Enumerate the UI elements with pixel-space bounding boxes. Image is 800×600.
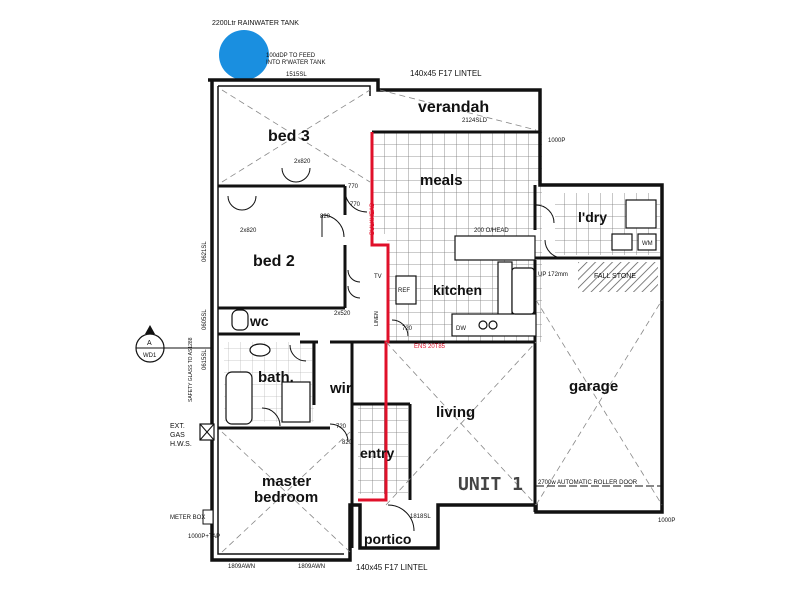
meals-tiles xyxy=(372,132,542,234)
dp-1000-bottom-note: 1000P xyxy=(658,518,675,524)
dim-2x820-a: 2x820 xyxy=(294,159,311,165)
room-bed3: bed 3 xyxy=(268,128,310,145)
room-garage: garage xyxy=(569,378,618,395)
portico-sl-note: 1818SL xyxy=(410,514,431,520)
dim-2x820-b: 2x820 xyxy=(240,228,257,234)
room-portico: portico xyxy=(364,531,411,547)
top-sl-note: 1515SL xyxy=(286,72,307,78)
unit-label: UNIT 1 xyxy=(458,474,523,495)
gas-hws-3: H.W.S. xyxy=(170,441,192,448)
room-wc: wc xyxy=(249,313,269,329)
rainwater-tank xyxy=(219,30,269,80)
room-master-1: master xyxy=(262,473,311,490)
room-master-2: bedroom xyxy=(254,489,318,506)
left-dim-3: 0615SL xyxy=(202,349,208,370)
meter-box xyxy=(202,509,214,525)
laundry-fixtures xyxy=(611,199,657,251)
room-entry: entry xyxy=(360,445,394,461)
section-label: A xyxy=(147,340,152,347)
entry-tiles xyxy=(358,404,408,494)
kitchen-over-note: 200 O/HEAD xyxy=(474,228,509,234)
safety-glass-note: SAFETY GLASS TO AS1288 xyxy=(188,337,194,402)
room-laundry: l'dry xyxy=(578,209,607,225)
step-note: UP 172mm xyxy=(538,272,568,278)
dim-720-b: 720 xyxy=(336,424,347,430)
dp-1000-note: 1000P xyxy=(548,138,565,144)
dim-820-b: 820 xyxy=(342,440,353,446)
bath-fixtures xyxy=(225,309,311,425)
dw-label: DW xyxy=(456,326,466,332)
dim-770-b: 770 xyxy=(348,184,359,190)
slab-hatch xyxy=(578,262,658,292)
dim-2x520: 2x520 xyxy=(334,311,351,317)
left-dim-2: 0605SL xyxy=(202,309,208,330)
outer-walls xyxy=(208,78,664,562)
tank-note: 2200Ltr RAINWATER TANK xyxy=(212,20,299,27)
dim-720-a: 720 xyxy=(402,326,413,332)
downpipe-note-1: 100dDP TO FEED xyxy=(266,53,316,59)
room-bath: bath. xyxy=(258,369,294,386)
verandah-ld-note: 2124SLD xyxy=(462,118,488,124)
room-wir: wir xyxy=(329,380,352,397)
bulkhead-note: BULKHEAD xyxy=(370,202,376,235)
downpipe-note-2: INTO R'WATER TANK xyxy=(266,60,325,66)
red-line-note: ENS 20T85 xyxy=(414,344,446,350)
kitchen-benches xyxy=(395,235,537,337)
roller-door-note: 2700w AUTOMATIC ROLLER DOOR xyxy=(538,480,638,486)
room-meals: meals xyxy=(420,172,463,189)
dim-820-a: 820 xyxy=(320,214,331,220)
bottom-awn-2: 1809AWN xyxy=(298,564,325,570)
gas-hws-cross2 xyxy=(199,423,215,441)
room-verandah: verandah xyxy=(418,99,489,116)
door-swings xyxy=(227,167,564,532)
gas-hws-2: GAS xyxy=(170,432,185,439)
section-wd1: WD1 xyxy=(143,353,157,359)
section-marker: A WD1 xyxy=(135,325,212,363)
ceiling-diagonals xyxy=(221,89,663,553)
meter-box-note: METER BOX xyxy=(170,515,205,521)
lintel-top-note: 140x45 F17 LINTEL xyxy=(410,69,482,78)
room-bed2: bed 2 xyxy=(253,253,295,270)
wm-label: WM xyxy=(642,241,653,247)
bulkhead-line xyxy=(358,132,390,502)
dim-770-a: 770 xyxy=(350,202,361,208)
linen-label: LINEN xyxy=(374,311,380,326)
room-living: living xyxy=(436,404,475,421)
slab-note: FALL STONE xyxy=(594,273,636,280)
dp-tap-note: 1000P+TAP xyxy=(188,534,220,540)
lintel-bottom-note: 140x45 F17 LINTEL xyxy=(356,563,428,572)
fridge-label: REF xyxy=(398,288,410,294)
bottom-awn-1: 1809AWN xyxy=(228,564,255,570)
tv-label: TV xyxy=(374,274,382,280)
room-kitchen: kitchen xyxy=(433,282,482,298)
left-dim-1: 0621SL xyxy=(202,241,208,262)
gas-hws-1: EXT. xyxy=(170,423,185,430)
inner-walls xyxy=(218,130,662,548)
